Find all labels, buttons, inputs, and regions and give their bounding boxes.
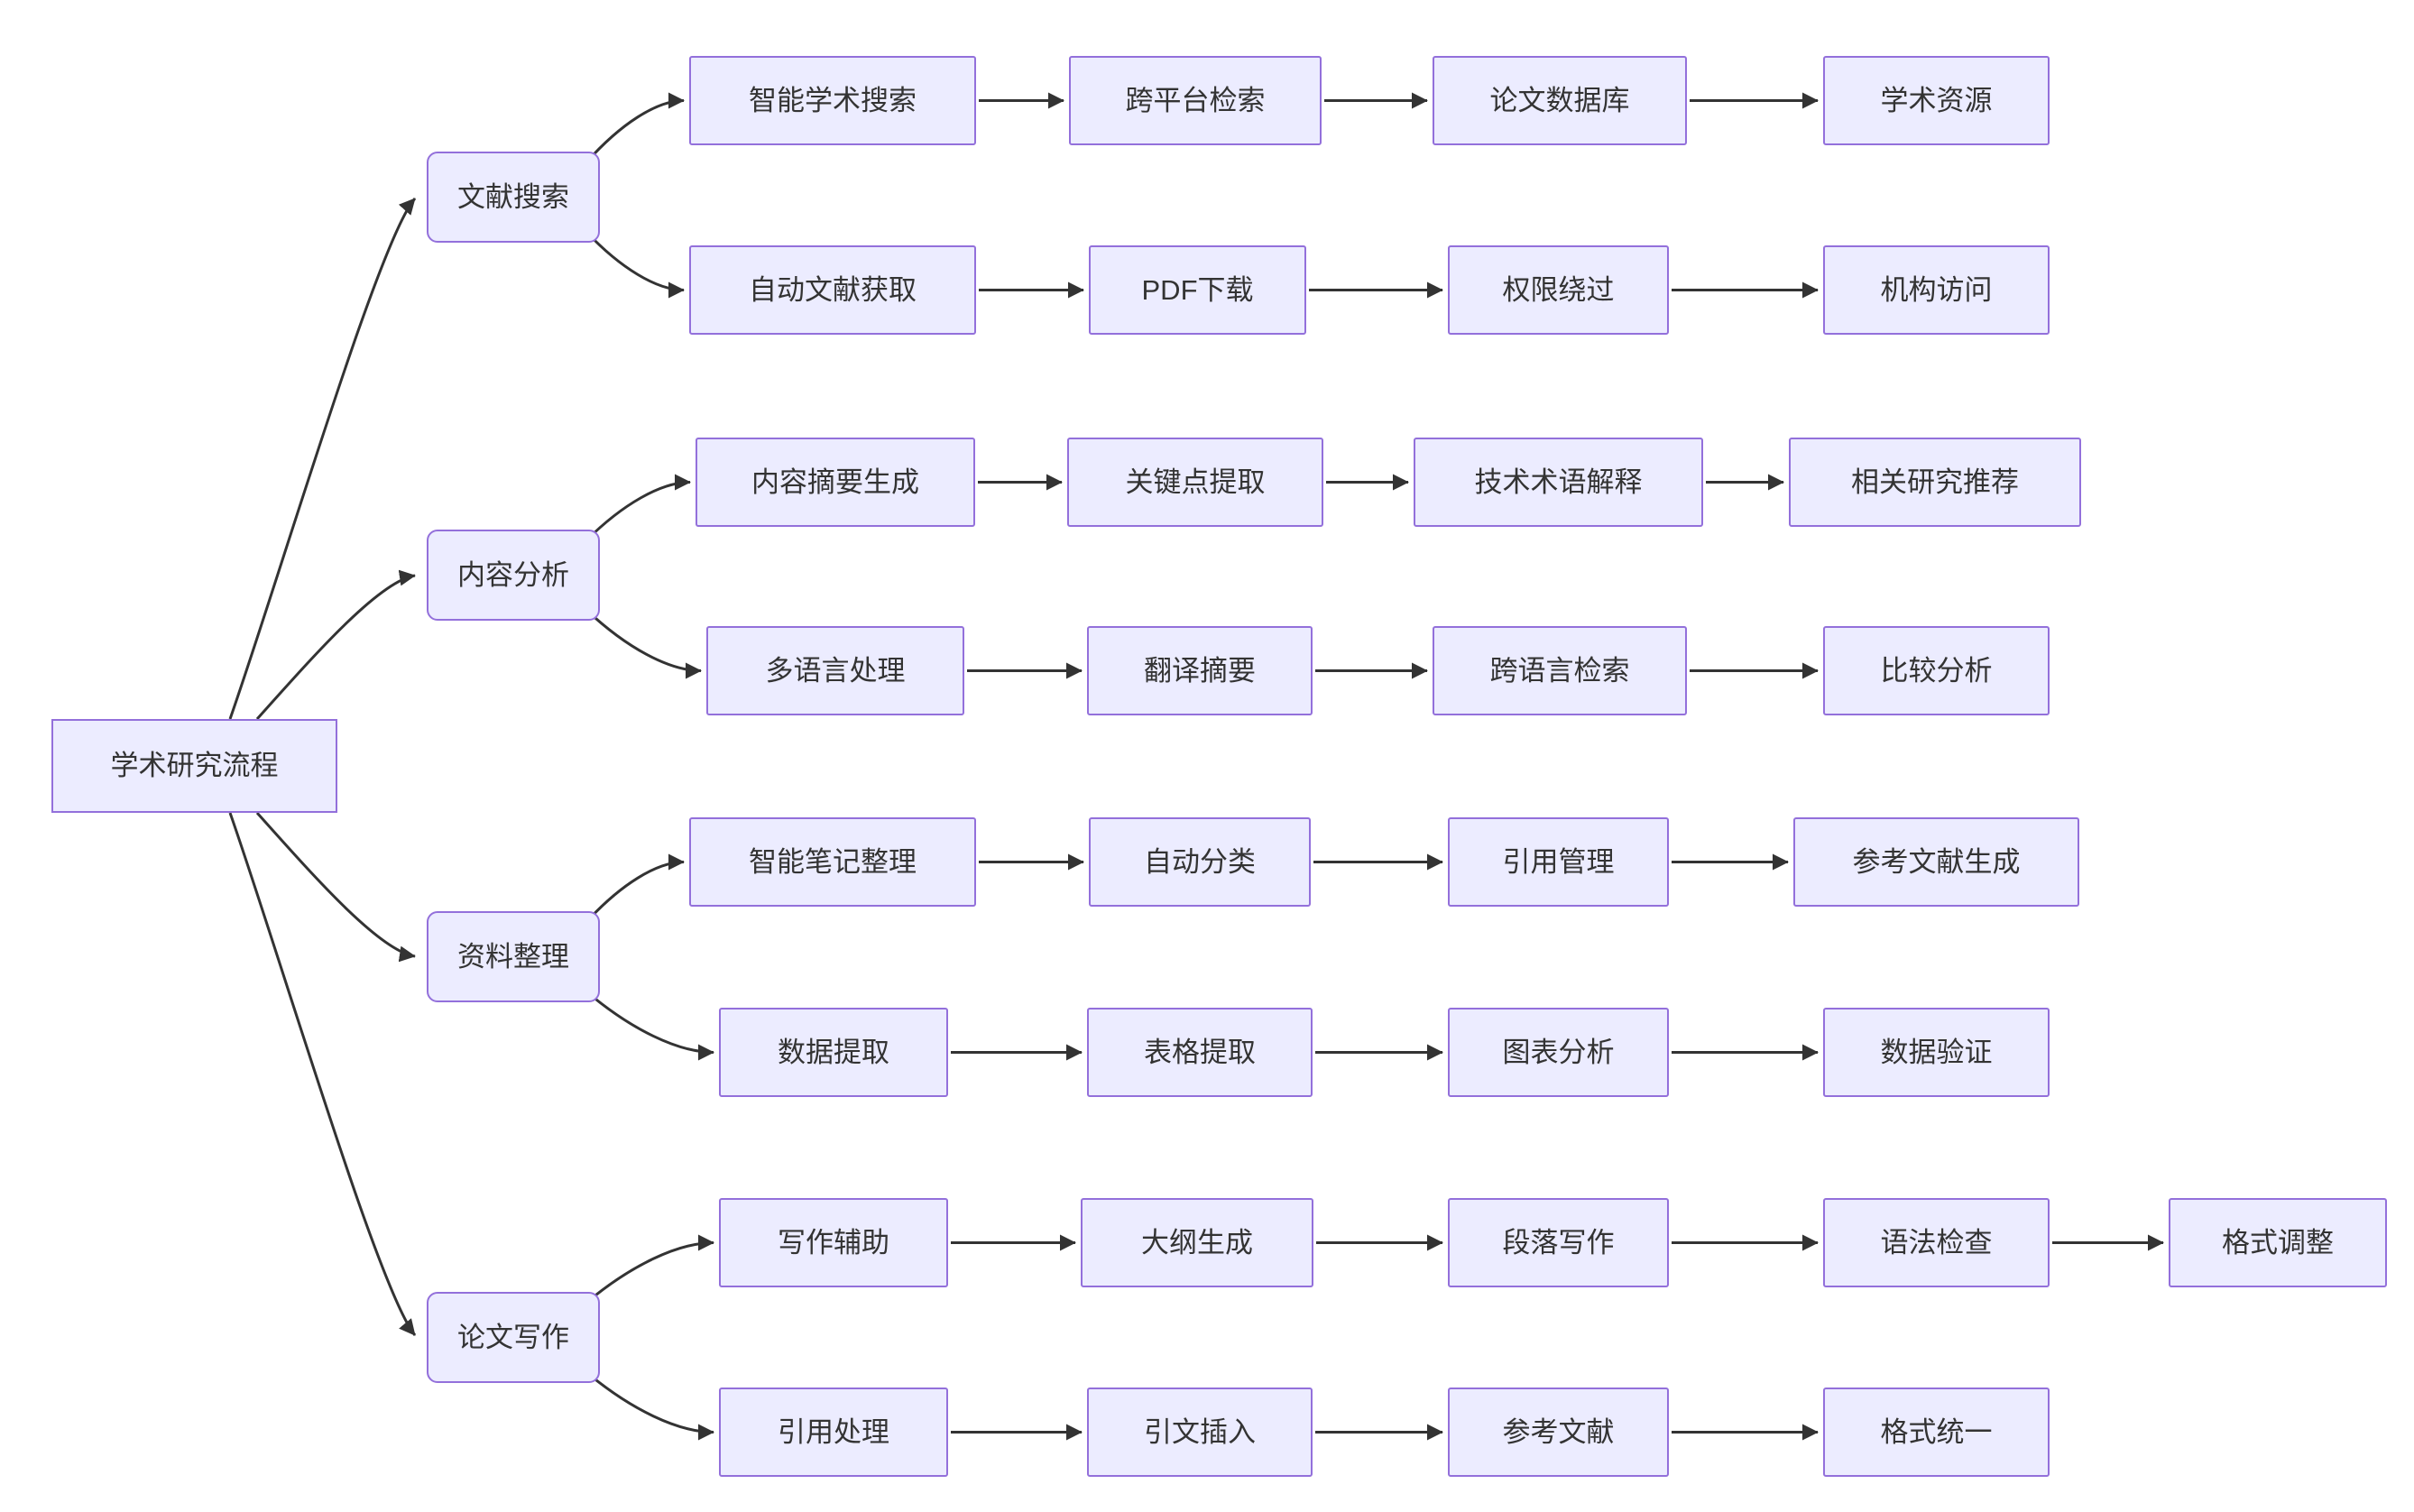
flow-node: 引文插入 [1087,1388,1313,1477]
flow-node: 数据验证 [1823,1008,2050,1097]
edge-connector [585,608,702,679]
flow-node: 自动文献获取 [689,245,976,335]
flow-node: 机构访问 [1823,245,2050,335]
flow-node: 自动分类 [1089,817,1311,907]
branch-node: 文献搜索 [427,152,600,243]
edge-connector [585,1234,714,1305]
edge-connector [228,812,417,1336]
edge-connector [585,853,685,924]
flow-node: 引用处理 [719,1388,948,1477]
edge-connector [255,811,416,963]
flow-node: 段落写作 [1448,1198,1669,1287]
flow-node: 语法检查 [1823,1198,2050,1287]
flow-node: 多语言处理 [706,626,964,715]
flow-node: 翻译摘要 [1087,626,1313,715]
branch-node: 内容分析 [427,530,600,621]
flow-node: 跨语言检索 [1433,626,1687,715]
flow-node: 相关研究推荐 [1789,438,2081,527]
edge-connector [585,92,685,163]
flow-node: 内容摘要生成 [696,438,975,527]
branch-node: 论文写作 [427,1292,600,1383]
flow-node: 智能学术搜索 [689,56,976,145]
flow-node: 论文数据库 [1433,56,1687,145]
flow-node: 图表分析 [1448,1008,1669,1097]
root-node: 学术研究流程 [51,719,337,813]
flow-node: 参考文献 [1448,1388,1669,1477]
edge-connector [255,569,416,721]
flow-node: 智能笔记整理 [689,817,976,907]
edge-connector [585,990,714,1061]
flow-node: PDF下载 [1089,245,1306,335]
flow-node: 大纲生成 [1081,1198,1313,1287]
edge-connector [585,230,685,299]
flow-node: 引用管理 [1448,817,1669,907]
flow-node: 技术术语解释 [1414,438,1703,527]
flow-node: 数据提取 [719,1008,948,1097]
flow-node: 关键点提取 [1067,438,1323,527]
flow-node: 跨平台检索 [1069,56,1322,145]
flow-node: 表格提取 [1087,1008,1313,1097]
flow-node: 写作辅助 [719,1198,948,1287]
flow-node: 参考文献生成 [1793,817,2079,907]
edge-connector [228,198,417,720]
flow-node: 比较分析 [1823,626,2050,715]
flow-node: 学术资源 [1823,56,2050,145]
edge-connector [585,474,691,542]
flow-node: 权限绕过 [1448,245,1669,335]
flow-node: 格式统一 [1823,1388,2050,1477]
branch-node: 资料整理 [427,911,600,1002]
flow-node: 格式调整 [2169,1198,2387,1287]
edge-connector [585,1370,714,1441]
